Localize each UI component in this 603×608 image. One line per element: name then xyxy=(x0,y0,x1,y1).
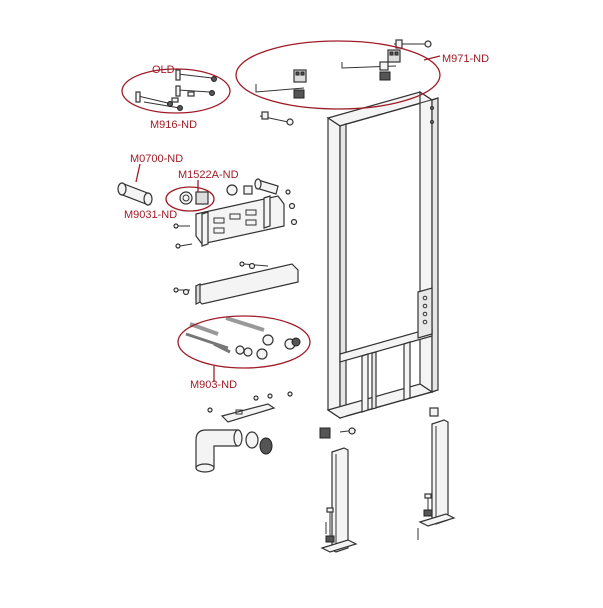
frame-legs xyxy=(319,407,456,553)
part-group-m903 xyxy=(185,316,301,360)
callout-m0700: M0700-ND xyxy=(130,153,184,165)
part-group-m0700-m1522a xyxy=(117,178,298,249)
callout-circle-m916 xyxy=(121,68,231,114)
callout-circle-m9031 xyxy=(165,186,215,212)
mounting-frame xyxy=(326,90,439,420)
callout-m916: M916-ND xyxy=(150,119,198,131)
callout-m903: M903-ND xyxy=(190,379,238,391)
callout-m971: M971-ND xyxy=(442,53,490,65)
callout-circle-m903 xyxy=(177,315,311,369)
crossbar-part xyxy=(173,261,299,305)
elbow-bracket-parts xyxy=(195,391,293,473)
part-group-m971 xyxy=(255,39,432,126)
callout-m9031: M9031-ND xyxy=(124,209,178,221)
callout-m1522a: M1522A-ND xyxy=(178,169,239,181)
part-group-m916 xyxy=(135,69,217,111)
callout-circle-m971 xyxy=(235,40,441,110)
callout-circles xyxy=(121,40,441,382)
callout-old: OLD xyxy=(152,64,175,76)
